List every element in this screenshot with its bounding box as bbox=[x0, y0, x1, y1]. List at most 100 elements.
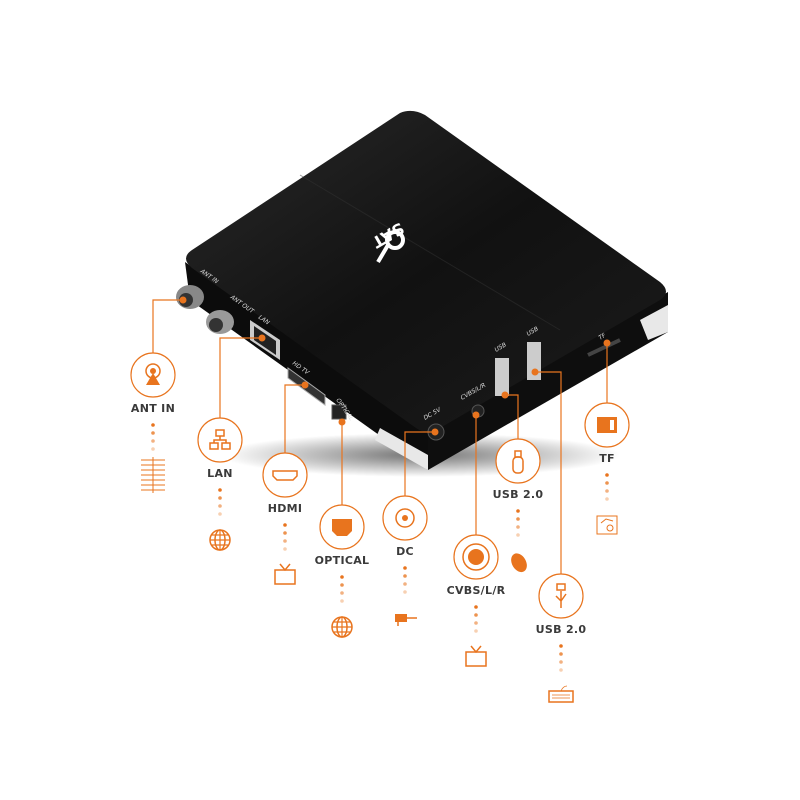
usb-port-1 bbox=[495, 358, 509, 396]
port-marker bbox=[501, 391, 509, 399]
tv-antenna-icon bbox=[141, 457, 165, 493]
dot bbox=[605, 489, 609, 493]
mouse-icon bbox=[511, 553, 527, 573]
box-right-side bbox=[428, 292, 668, 470]
keyboard-icon bbox=[548, 685, 574, 703]
dc-jack-icon bbox=[395, 508, 415, 528]
callout-label: USB 2.0 bbox=[492, 488, 544, 501]
leader-line bbox=[404, 431, 435, 496]
antenna-signal-icon bbox=[145, 363, 161, 385]
port-marker bbox=[472, 411, 480, 419]
dot bbox=[516, 533, 520, 537]
box-left-side bbox=[185, 262, 428, 470]
optical-port-icon bbox=[332, 519, 352, 536]
callout-label: LAN bbox=[207, 467, 233, 480]
dot bbox=[403, 574, 407, 578]
chart-search-icon bbox=[596, 515, 618, 535]
port-marker bbox=[431, 428, 439, 436]
port-marker bbox=[301, 381, 309, 389]
box-top bbox=[186, 110, 666, 433]
callout-dc bbox=[382, 428, 439, 626]
dot bbox=[559, 668, 563, 672]
dot bbox=[218, 504, 222, 508]
globe-icon bbox=[209, 529, 231, 551]
callout-ant-in bbox=[130, 296, 187, 493]
callout-optical bbox=[319, 418, 365, 638]
dot bbox=[559, 644, 563, 648]
port-marker bbox=[531, 368, 539, 376]
callout-label: CVBS/L/R bbox=[446, 584, 506, 597]
logo-mark bbox=[376, 230, 405, 264]
callout-cvbs-l-r bbox=[453, 411, 499, 667]
ant-in-port bbox=[176, 285, 204, 309]
dot bbox=[218, 488, 222, 492]
usb-symbol-icon bbox=[555, 583, 567, 608]
port-marker bbox=[338, 418, 346, 426]
leader-line bbox=[505, 394, 519, 439]
dot bbox=[474, 605, 478, 609]
callout-label: DC bbox=[396, 545, 414, 558]
hdmi-port-icon bbox=[272, 470, 298, 481]
network-icon bbox=[209, 429, 231, 450]
dot bbox=[474, 629, 478, 633]
optical-port bbox=[331, 404, 347, 420]
leader-line bbox=[535, 371, 562, 574]
port-marker bbox=[179, 296, 187, 304]
callout-label: TF bbox=[599, 452, 615, 465]
callout-label: HDMI bbox=[267, 502, 303, 515]
callout-lan bbox=[197, 334, 266, 551]
dot bbox=[403, 590, 407, 594]
icon-circle bbox=[262, 452, 308, 498]
dot bbox=[340, 583, 344, 587]
dot bbox=[559, 660, 563, 664]
dot bbox=[516, 509, 520, 513]
callout-usb-2-0 bbox=[531, 368, 584, 703]
ant-out-port bbox=[206, 310, 234, 334]
dot bbox=[516, 517, 520, 521]
dot bbox=[283, 523, 287, 527]
dot bbox=[559, 652, 563, 656]
sd-card-icon bbox=[597, 417, 617, 433]
dot bbox=[151, 423, 155, 427]
dot bbox=[403, 566, 407, 570]
callout-hdmi bbox=[262, 381, 309, 585]
callout-tf bbox=[584, 339, 630, 535]
power-plug-icon bbox=[395, 614, 417, 626]
dot bbox=[151, 431, 155, 435]
callout-label: USB 2.0 bbox=[535, 623, 587, 636]
callout-usb-2-0 bbox=[495, 391, 541, 573]
dot bbox=[474, 613, 478, 617]
callout-label: ANT IN bbox=[130, 402, 176, 415]
icon-circle bbox=[495, 438, 541, 484]
tv-icon bbox=[274, 563, 296, 585]
port-marker bbox=[258, 334, 266, 342]
dot bbox=[516, 525, 520, 529]
dot bbox=[283, 531, 287, 535]
dot bbox=[283, 539, 287, 543]
dot bbox=[605, 473, 609, 477]
leader-line bbox=[219, 337, 262, 418]
leader-line bbox=[152, 299, 183, 353]
usb-drive-icon bbox=[512, 450, 524, 474]
dot bbox=[340, 599, 344, 603]
callout-label: OPTICAL bbox=[314, 554, 370, 567]
dot bbox=[151, 439, 155, 443]
tv-icon bbox=[465, 645, 487, 667]
dot bbox=[340, 591, 344, 595]
tf-slot bbox=[587, 338, 621, 357]
dot bbox=[605, 481, 609, 485]
dot bbox=[403, 582, 407, 586]
dot bbox=[605, 497, 609, 501]
dot bbox=[151, 447, 155, 451]
dot bbox=[283, 547, 287, 551]
globe-icon bbox=[331, 616, 353, 638]
dot bbox=[218, 512, 222, 516]
leader-line bbox=[284, 384, 305, 453]
lan-port bbox=[250, 320, 280, 360]
dot bbox=[218, 496, 222, 500]
port-label: TF bbox=[598, 332, 608, 342]
port-marker bbox=[603, 339, 611, 347]
dot bbox=[340, 575, 344, 579]
